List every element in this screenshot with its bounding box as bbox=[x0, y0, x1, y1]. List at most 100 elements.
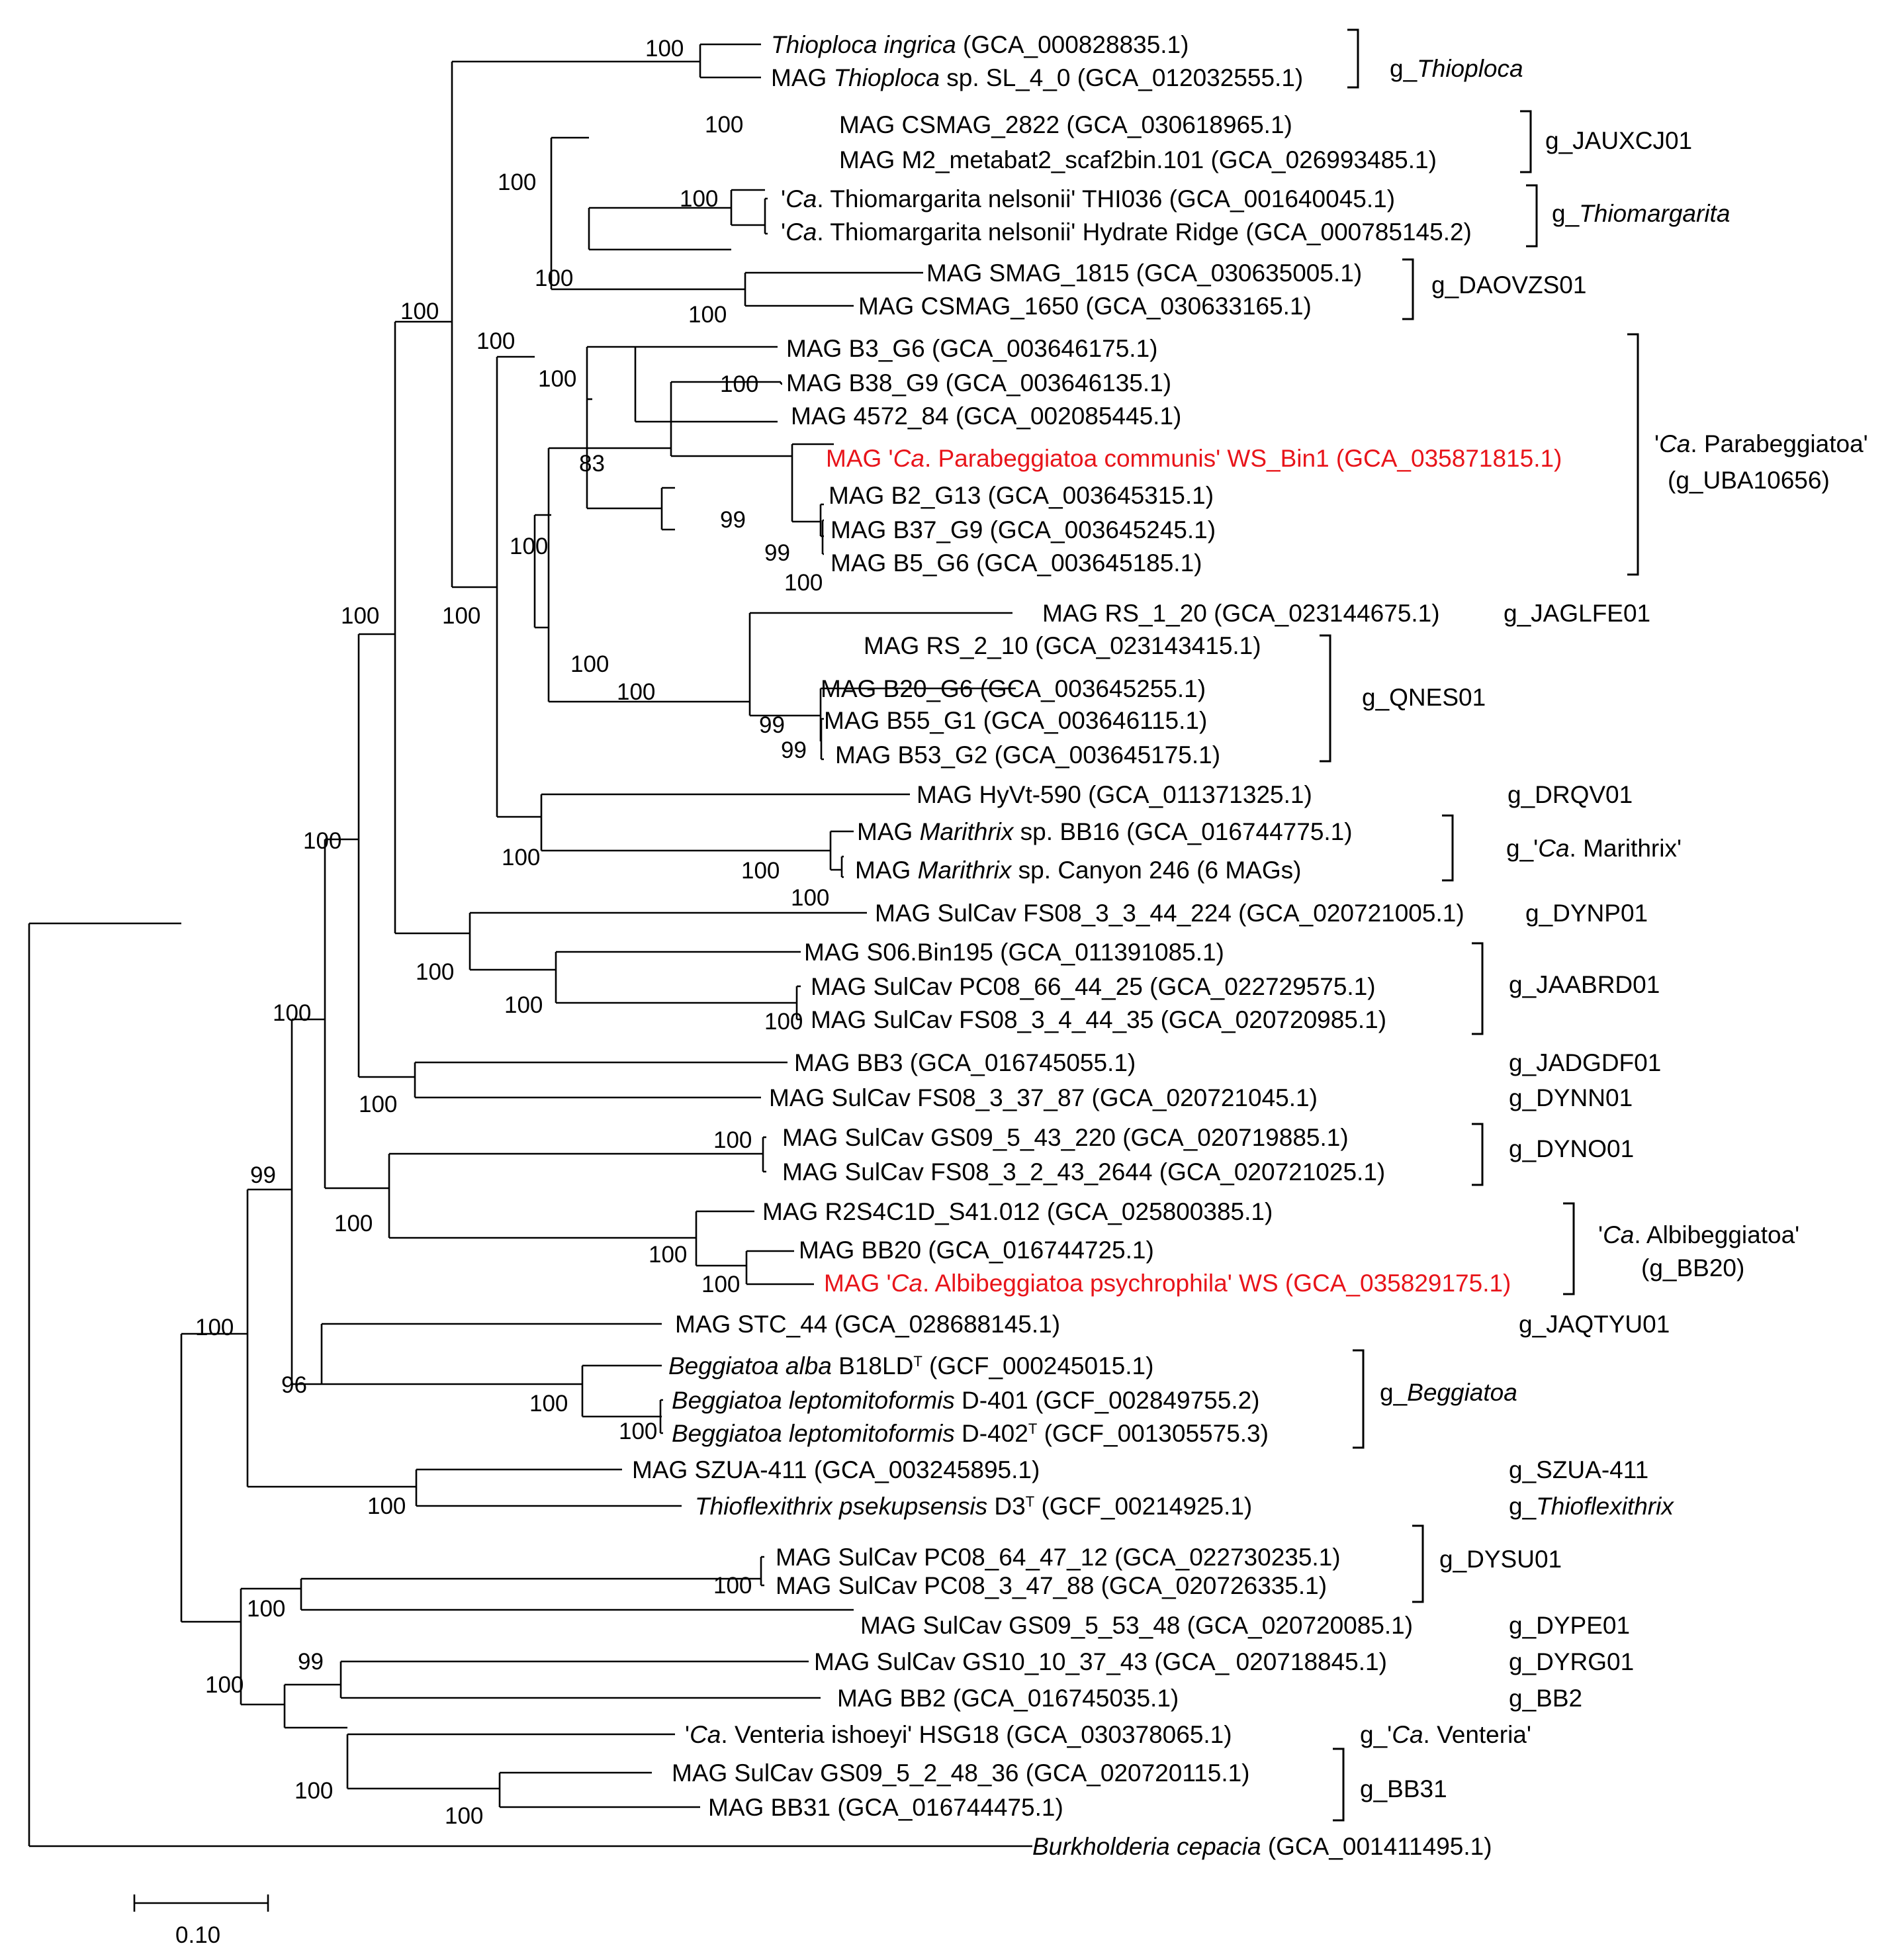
bootstrap-value: 99 bbox=[764, 540, 790, 566]
branch-node-1241 bbox=[820, 718, 824, 761]
branch-node-515 bbox=[339, 1660, 821, 1699]
genus-bracket bbox=[1627, 333, 1639, 576]
genus-label: g_DYSU01 bbox=[1439, 1546, 1562, 1573]
genus-label: g_JAQTYU01 bbox=[1519, 1311, 1670, 1338]
branch-node-588 bbox=[388, 1152, 763, 1239]
taxon-label: 'Ca. Thiomargarita nelsonii' Hydrate Rid… bbox=[781, 218, 1472, 246]
taxon-label: MAG SulCav GS09_5_2_48_36 (GCA_020720115… bbox=[672, 1759, 1250, 1787]
bootstrap-value: 96 bbox=[281, 1372, 307, 1398]
bootstrap-value: 100 bbox=[205, 1672, 244, 1698]
branch-node-998 bbox=[659, 1399, 663, 1434]
bootstrap-value: 100 bbox=[570, 651, 609, 677]
taxon-label: MAG RS_1_20 (GCA_023144675.1) bbox=[1042, 600, 1440, 627]
genus-bracket bbox=[1472, 942, 1484, 1035]
genus-bracket bbox=[1353, 1349, 1365, 1449]
branch-node-710 bbox=[469, 911, 867, 971]
genus-label: g_Beggiatoa bbox=[1380, 1379, 1517, 1406]
taxon-label: MAG SulCav PC08_3_47_88 (GCA_020726335.1… bbox=[776, 1572, 1327, 1599]
branch-node-890 bbox=[588, 207, 731, 251]
bootstrap-value: 100 bbox=[502, 845, 540, 870]
branch-node-1052 bbox=[695, 1210, 754, 1267]
genus-label: g_JAGLFE01 bbox=[1504, 600, 1650, 627]
bootstrap-value: 100 bbox=[510, 534, 548, 559]
taxon-label: Beggiatoa leptomitoformis D-402T (GCF_00… bbox=[672, 1420, 1269, 1447]
taxon-label: 'Ca. Venteria ishoeyi' HSG18 (GCA_030378… bbox=[685, 1721, 1232, 1748]
branch-node-751 bbox=[496, 355, 541, 818]
branch-node-1180 bbox=[780, 382, 782, 385]
branch-node-1255 bbox=[829, 830, 854, 871]
genus-label: g_Thiomargarita bbox=[1552, 200, 1730, 227]
bootstrap-value: 99 bbox=[720, 507, 746, 533]
taxon-label: MAG SMAG_1815 (GCA_030635005.1) bbox=[926, 259, 1362, 287]
taxon-label: MAG 4572_84 (GCA_002085445.1) bbox=[791, 402, 1181, 430]
branch-node-833 bbox=[550, 136, 745, 291]
branch-node-1156 bbox=[764, 197, 768, 235]
bootstrap-value: 100 bbox=[764, 1009, 803, 1035]
taxon-label: Beggiatoa alba B18LDT (GCF_000245015.1) bbox=[668, 1352, 1153, 1379]
bootstrap-value: 100 bbox=[341, 603, 379, 629]
genus-label: g_BB31 bbox=[1360, 1775, 1447, 1802]
bootstrap-value: 100 bbox=[713, 1573, 752, 1599]
bootstrap-value: 99 bbox=[759, 712, 785, 738]
genus-label: (g_UBA10656) bbox=[1668, 467, 1830, 494]
bootstrap-value: 100 bbox=[445, 1803, 483, 1829]
genus-label: g_JAUXCJ01 bbox=[1545, 127, 1692, 154]
bootstrap-value: 100 bbox=[359, 1092, 397, 1117]
taxon-label: MAG B5_G6 (GCA_003645185.1) bbox=[831, 549, 1202, 577]
taxon-label: MAG SulCav FS08_3_4_44_35 (GCA_020720985… bbox=[811, 1006, 1386, 1033]
branch-node-1128 bbox=[745, 1250, 814, 1285]
taxon-label: MAG M2_metabat2_scaf2bin.101 (GCA_026993… bbox=[839, 146, 1437, 173]
bootstrap-value: 100 bbox=[334, 1211, 373, 1237]
bootstrap-value: 100 bbox=[367, 1493, 406, 1519]
taxon-label: MAG SulCav FS08_3_37_87 (GCA_020721045.1… bbox=[769, 1084, 1318, 1111]
branch-root bbox=[28, 922, 1032, 1847]
bootstrap-value: 100 bbox=[535, 265, 573, 291]
genus-bracket bbox=[1412, 1524, 1424, 1603]
taxon-label: MAG 'Ca. Parabeggiatoa communis' WS_Bin1… bbox=[826, 445, 1562, 472]
branch-node-1243 bbox=[821, 519, 824, 555]
genus-bracket bbox=[1402, 258, 1414, 320]
taxon-label: MAG BB2 (GCA_016745035.1) bbox=[837, 1685, 1179, 1712]
genus-label: 'Ca. Parabeggiatoa' bbox=[1654, 430, 1868, 457]
genus-label: g_DAOVZS01 bbox=[1431, 271, 1586, 299]
taxon-label: MAG Marithrix sp. Canyon 246 (6 MAGs) bbox=[855, 857, 1301, 884]
genus-label: (g_BB20) bbox=[1641, 1254, 1744, 1282]
branch-ingroup bbox=[180, 1332, 248, 1623]
taxon-label: MAG SulCav GS10_10_37_43 (GCA_ 020718845… bbox=[814, 1648, 1387, 1675]
genus-label: g_BB2 bbox=[1509, 1685, 1582, 1712]
bootstrap-value: 100 bbox=[498, 169, 536, 195]
bootstrap-value: 100 bbox=[688, 302, 727, 328]
bootstrap-value: 100 bbox=[701, 1272, 740, 1297]
genus-label: g_'Ca. Venteria' bbox=[1360, 1721, 1531, 1748]
taxon-label: MAG B20_G6 (GCA_003645255.1) bbox=[821, 675, 1206, 702]
genus-bracket bbox=[1333, 1748, 1345, 1822]
taxon-label: Thioflexithrix psekupsensis D3T (GCF_002… bbox=[695, 1493, 1252, 1520]
bootstrap-value: 100 bbox=[529, 1391, 568, 1417]
branch-node-525 bbox=[346, 1733, 675, 1790]
branch-node-960 bbox=[634, 346, 778, 423]
bootstrap-value: 100 bbox=[195, 1315, 234, 1340]
genus-label: 'Ca. Albibeggiatoa' bbox=[1598, 1221, 1799, 1248]
taxon-label: MAG SulCav PC08_66_44_25 (GCA_022729575.… bbox=[811, 973, 1376, 1000]
genus-bracket bbox=[1442, 814, 1454, 882]
branch-thioploca bbox=[699, 43, 761, 79]
genus-label: g_DYNO01 bbox=[1509, 1135, 1634, 1162]
taxon-label: 'Ca. Thiomargarita nelsonii' THI036 (GCA… bbox=[781, 185, 1395, 212]
bootstrap-value: 100 bbox=[303, 828, 341, 854]
branch-node-1153 bbox=[762, 1136, 766, 1173]
tree-labels: Thioploca ingrica (GCA_000828835.1)MAG T… bbox=[195, 31, 1868, 1860]
branch-node-818 bbox=[540, 793, 910, 852]
bootstrap-value: 83 bbox=[579, 451, 605, 477]
bootstrap-value: 100 bbox=[741, 858, 780, 884]
bootstrap-value: 100 bbox=[705, 112, 743, 138]
bootstrap-value: 99 bbox=[298, 1649, 324, 1675]
bootstrap-value: 100 bbox=[400, 299, 439, 324]
taxon-label: MAG R2S4C1D_S41.012 (GCA_025800385.1) bbox=[762, 1198, 1273, 1225]
bootstrap-value: 100 bbox=[619, 1419, 657, 1444]
tree-branches bbox=[28, 43, 1032, 1847]
bootstrap-value: 100 bbox=[784, 570, 823, 596]
bootstrap-value: 100 bbox=[504, 992, 543, 1018]
branch-node-430 bbox=[283, 1683, 347, 1729]
bootstrap-value: 100 bbox=[442, 603, 480, 629]
